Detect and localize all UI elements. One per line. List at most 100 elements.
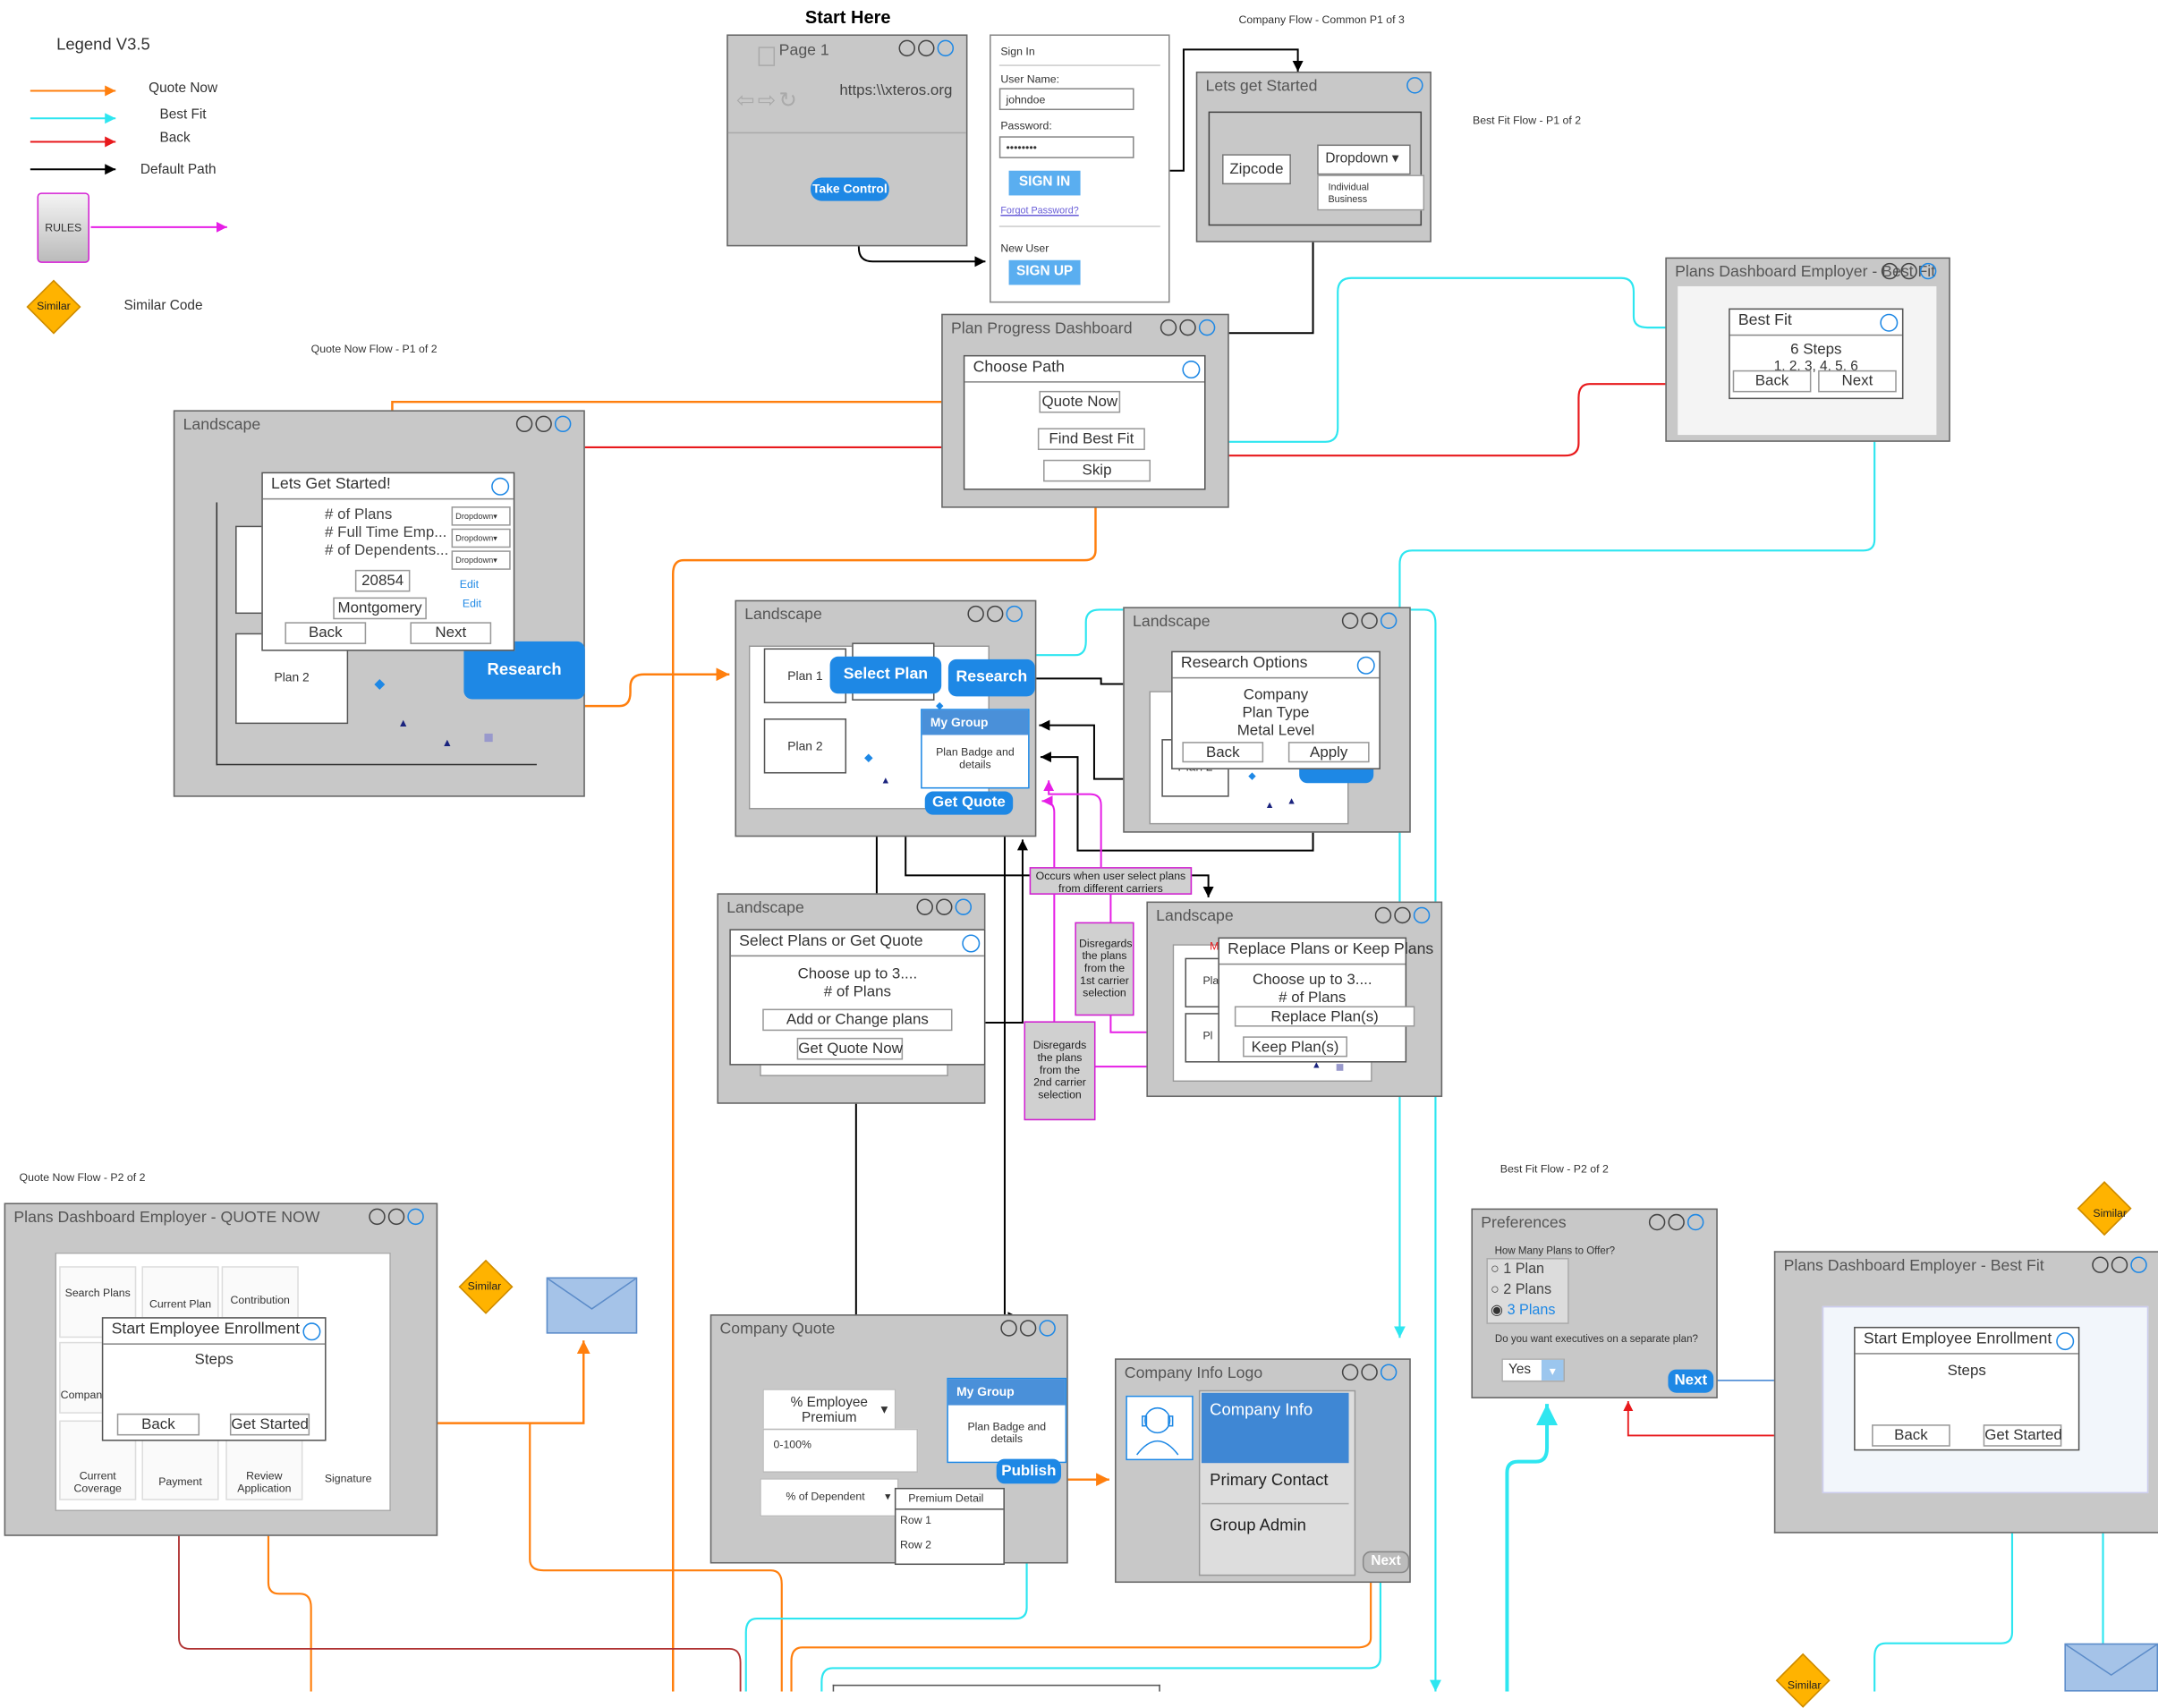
window-control-icon[interactable] (1374, 906, 1392, 924)
quote-now-button[interactable]: Quote Now (1039, 390, 1121, 413)
research-button[interactable]: Research (463, 641, 585, 700)
close-icon[interactable] (2056, 1332, 2075, 1351)
close-icon[interactable] (1356, 656, 1375, 675)
close-icon[interactable] (1919, 262, 1937, 280)
menu-group-admin[interactable]: Group Admin (1210, 1515, 1306, 1535)
menu-company-info[interactable]: Company Info (1201, 1392, 1349, 1464)
menu-primary-contact[interactable]: Primary Contact (1210, 1469, 1329, 1490)
back-button[interactable]: Back (116, 1413, 200, 1436)
add-change-plans-button[interactable]: Add or Change plans (762, 1008, 953, 1032)
take-control-button[interactable]: Take Control (811, 177, 889, 201)
close-icon[interactable] (554, 415, 572, 433)
close-icon[interactable] (407, 1208, 424, 1226)
window-control-icon[interactable] (898, 39, 915, 57)
window-control-icon[interactable] (1160, 319, 1177, 336)
dependents-dropdown[interactable]: Dropdown▾ (451, 550, 511, 570)
keep-plans-button[interactable]: Keep Plan(s) (1243, 1036, 1347, 1058)
username-field[interactable]: johndoe (998, 88, 1134, 111)
password-field[interactable]: •••••••• (998, 136, 1134, 158)
edit-zip-link[interactable]: Edit (459, 578, 480, 591)
close-icon[interactable] (1182, 361, 1201, 379)
executives-select[interactable]: Yes▾ (1501, 1358, 1566, 1382)
research-button[interactable]: Research (947, 659, 1035, 697)
dropdown-select[interactable]: Dropdown ▾ (1317, 144, 1411, 175)
window-control-icon[interactable] (967, 605, 984, 623)
window-control-icon[interactable] (2111, 1256, 2128, 1273)
close-icon[interactable] (1380, 612, 1398, 630)
window-control-icon[interactable] (936, 898, 953, 915)
close-icon[interactable] (302, 1322, 321, 1341)
window-control-icon[interactable] (2092, 1256, 2109, 1273)
option-metal-level[interactable]: Metal Level (1236, 722, 1315, 740)
close-icon[interactable] (1039, 1320, 1056, 1337)
fulltime-dropdown[interactable]: Dropdown▾ (451, 528, 511, 548)
close-icon[interactable] (491, 477, 510, 496)
close-icon[interactable] (1686, 1213, 1704, 1231)
apply-button[interactable]: Apply (1287, 742, 1370, 763)
window-control-icon[interactable] (1019, 1320, 1037, 1337)
window-control-icon[interactable] (535, 415, 552, 433)
find-best-fit-button[interactable]: Find Best Fit (1037, 428, 1145, 451)
radio-1-plan[interactable]: ○ 1 Plan (1491, 1261, 1544, 1277)
select-plan-button[interactable]: Select Plan (829, 656, 942, 694)
edit-county-link[interactable]: Edit (462, 597, 482, 610)
option-business[interactable]: Business (1328, 195, 1368, 206)
get-quote-button[interactable]: Get Quote (924, 791, 1014, 815)
back-button[interactable]: Back (1732, 370, 1812, 393)
zipcode-field[interactable]: Zipcode (1222, 154, 1291, 185)
option-individual[interactable]: Individual (1328, 183, 1369, 193)
radio-2-plans[interactable]: ○ 2 Plans (1491, 1281, 1551, 1297)
close-icon[interactable] (1406, 77, 1423, 94)
zip-field[interactable]: 20854 (354, 569, 411, 592)
browser-nav-icons[interactable]: ⇦⇨↻ (735, 89, 801, 114)
window-control-icon[interactable] (1361, 1364, 1378, 1381)
option-company[interactable]: Company (1243, 686, 1309, 704)
premium-range-field[interactable]: 0-100% (762, 1428, 919, 1473)
back-button[interactable]: Back (1182, 742, 1264, 763)
window-control-icon[interactable] (1341, 612, 1359, 630)
window-control-icon[interactable] (1900, 262, 1917, 280)
pct-dependent-select[interactable]: % of Dependent ▾ (760, 1478, 899, 1517)
sign-up-button[interactable]: SIGN UP (1008, 259, 1081, 285)
plans-dropdown[interactable]: Dropdown▾ (451, 506, 511, 526)
close-icon[interactable] (1880, 313, 1899, 332)
skip-button[interactable]: Skip (1043, 459, 1151, 482)
replace-plans-button[interactable]: Replace Plan(s) (1234, 1006, 1415, 1027)
window-control-icon[interactable] (918, 39, 935, 57)
radio-3-plans[interactable]: ◉ 3 Plans (1491, 1302, 1555, 1318)
sign-in-button[interactable]: SIGN IN (1008, 170, 1081, 196)
next-button[interactable]: Next (1362, 1551, 1410, 1574)
window-control-icon[interactable] (1394, 906, 1411, 924)
dropdown-options[interactable]: Individual Business (1317, 174, 1425, 211)
close-icon[interactable] (2130, 1256, 2147, 1273)
url-field[interactable]: https:\\xteros.org (839, 82, 953, 99)
county-field[interactable]: Montgomery (333, 597, 427, 620)
option-plan-type[interactable]: Plan Type (1242, 704, 1310, 722)
close-icon[interactable] (1006, 605, 1023, 623)
next-button[interactable]: Next (410, 622, 492, 644)
get-started-button[interactable]: Get Started (1983, 1424, 2062, 1447)
window-control-icon[interactable] (916, 898, 933, 915)
window-control-icon[interactable] (1000, 1320, 1017, 1337)
back-button[interactable]: Back (285, 622, 367, 644)
window-control-icon[interactable] (1668, 1213, 1685, 1231)
get-quote-now-button[interactable]: Get Quote Now (796, 1037, 904, 1060)
close-icon[interactable] (955, 898, 973, 915)
next-button[interactable]: Next (1818, 370, 1897, 393)
window-control-icon[interactable] (986, 605, 1004, 623)
close-icon[interactable] (1198, 319, 1216, 336)
close-icon[interactable] (937, 39, 955, 57)
publish-button[interactable]: Publish (996, 1458, 1062, 1484)
window-control-icon[interactable] (1341, 1364, 1359, 1381)
forgot-password-link[interactable]: Forgot Password? (1000, 206, 1079, 217)
window-control-icon[interactable] (1881, 262, 1899, 280)
next-button[interactable]: Next (1668, 1369, 1714, 1393)
close-icon[interactable] (1413, 906, 1431, 924)
close-icon[interactable] (962, 934, 981, 953)
tile-signature[interactable]: Signature (310, 1421, 387, 1500)
plan2-card[interactable]: Plan 2 (763, 718, 847, 774)
close-icon[interactable] (1380, 1364, 1398, 1381)
window-control-icon[interactable] (1179, 319, 1196, 336)
back-button[interactable]: Back (1872, 1424, 1950, 1447)
employee-premium-select[interactable]: % Employee Premium ▾ (762, 1389, 896, 1431)
